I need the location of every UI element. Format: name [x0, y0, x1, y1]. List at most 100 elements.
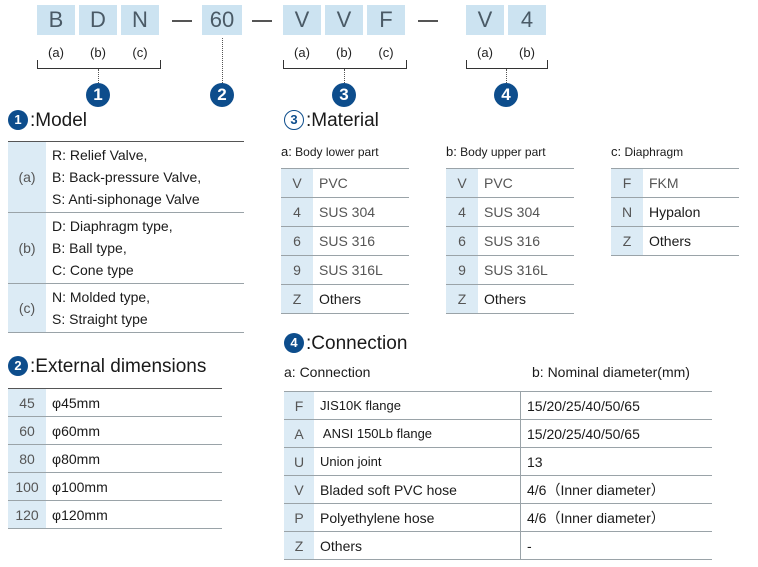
- row-key: 6: [446, 226, 478, 256]
- sub-label: (a): [48, 45, 64, 60]
- row-diameter: -: [520, 531, 712, 560]
- row-key: U: [284, 447, 314, 476]
- row-value: FKM: [643, 168, 739, 198]
- diaphragm-label: c: Diaphragm: [611, 144, 683, 159]
- row-key: 4: [281, 197, 313, 227]
- sub-label: (b): [336, 45, 352, 60]
- row-value: SUS 316: [478, 226, 574, 256]
- section-rule: [8, 141, 244, 142]
- row-key: Z: [446, 284, 478, 314]
- row-key: 80: [8, 444, 46, 473]
- code-char-f: F: [367, 5, 405, 35]
- row-key: (c): [8, 283, 46, 333]
- bracket: [37, 60, 161, 69]
- label-text: Body lower part: [291, 145, 379, 159]
- row-key: 9: [281, 255, 313, 285]
- row-diameter: 15/20/25/40/50/65: [520, 391, 712, 420]
- table-row: A ANSI 150Lb flange 15/20/25/40/50/65: [284, 419, 712, 448]
- code-dash: [418, 20, 438, 22]
- number-2-icon: 2: [8, 356, 28, 376]
- row-value: SUS 316: [313, 226, 409, 256]
- material-title-text: :Material: [306, 110, 379, 131]
- desc-line: B: Ball type,: [52, 240, 127, 256]
- label-prefix: a:: [281, 144, 292, 159]
- row-key: Z: [281, 284, 313, 314]
- connector-line: [98, 69, 99, 83]
- row-key: 9: [446, 255, 478, 285]
- code-dash: [172, 20, 192, 22]
- row-key: A: [284, 419, 314, 448]
- sub-label: (a): [477, 45, 493, 60]
- table-row: (b) D: Diaphragm type, B: Ball type, C: …: [8, 212, 244, 284]
- row-value: SUS 316L: [478, 255, 574, 285]
- row-key: 4: [446, 197, 478, 227]
- desc-line: S: Anti-siphonage Valve: [52, 191, 200, 207]
- row-key: 100: [8, 472, 46, 501]
- number-4-icon: 4: [284, 333, 304, 353]
- row-key: (a): [8, 142, 46, 213]
- row-type: JIS10K flange: [314, 391, 521, 420]
- code-dash: [252, 20, 272, 22]
- table-row: Z Others -: [284, 531, 712, 560]
- table-row: (a) R: Relief Valve, B: Back-pressure Va…: [8, 142, 244, 213]
- row-key: Z: [284, 531, 314, 560]
- label-text: Body upper part: [456, 145, 546, 159]
- code-char-n: N: [121, 5, 159, 35]
- row-key: F: [611, 168, 643, 198]
- row-value: SUS 304: [313, 197, 409, 227]
- code-char-v1: V: [283, 5, 321, 35]
- bracket: [283, 60, 407, 69]
- row-value: φ120mm: [46, 500, 222, 529]
- row-value: Others: [313, 284, 409, 314]
- model-table: (a) R: Relief Valve, B: Back-pressure Va…: [8, 142, 244, 333]
- code-char-4: 4: [508, 5, 546, 35]
- row-value: SUS 316L: [313, 255, 409, 285]
- row-key: 6: [281, 226, 313, 256]
- connector-line: [344, 69, 345, 83]
- desc-line: C: Cone type: [52, 262, 134, 278]
- row-key: P: [284, 503, 314, 532]
- row-value: φ60mm: [46, 416, 222, 445]
- row-type: ANSI 150Lb flange: [314, 419, 521, 448]
- row-key: V: [284, 475, 314, 504]
- row-value: PVC: [478, 168, 574, 198]
- connection-col-a: a: Connection: [284, 364, 371, 380]
- row-type: Union joint: [314, 447, 521, 476]
- row-type: Bladed soft PVC hose: [314, 475, 521, 504]
- row-key: F: [284, 391, 314, 420]
- label-prefix: c:: [611, 144, 622, 159]
- code-char-v3: V: [466, 5, 504, 35]
- marker-4: 4: [494, 83, 518, 107]
- row-desc: N: Molded type, S: Straight type: [46, 283, 244, 333]
- row-diameter: 13: [520, 447, 712, 476]
- sub-label: (a): [294, 45, 310, 60]
- table-row: (c) N: Molded type, S: Straight type: [8, 283, 244, 333]
- bracket: [466, 60, 548, 69]
- row-value: φ100mm: [46, 472, 222, 501]
- table-row: F JIS10K flange 15/20/25/40/50/65: [284, 391, 712, 420]
- connection-section-title: 4:Connection: [284, 333, 407, 355]
- desc-line: N: Molded type,: [52, 289, 151, 305]
- row-value: Others: [478, 284, 574, 314]
- marker-1: 1: [86, 83, 110, 107]
- lower-part-label: a: Body lower part: [281, 144, 379, 159]
- marker-2: 2: [210, 83, 234, 107]
- table-row: U Union joint 13: [284, 447, 712, 476]
- row-key: V: [281, 168, 313, 198]
- row-key: Z: [611, 226, 643, 256]
